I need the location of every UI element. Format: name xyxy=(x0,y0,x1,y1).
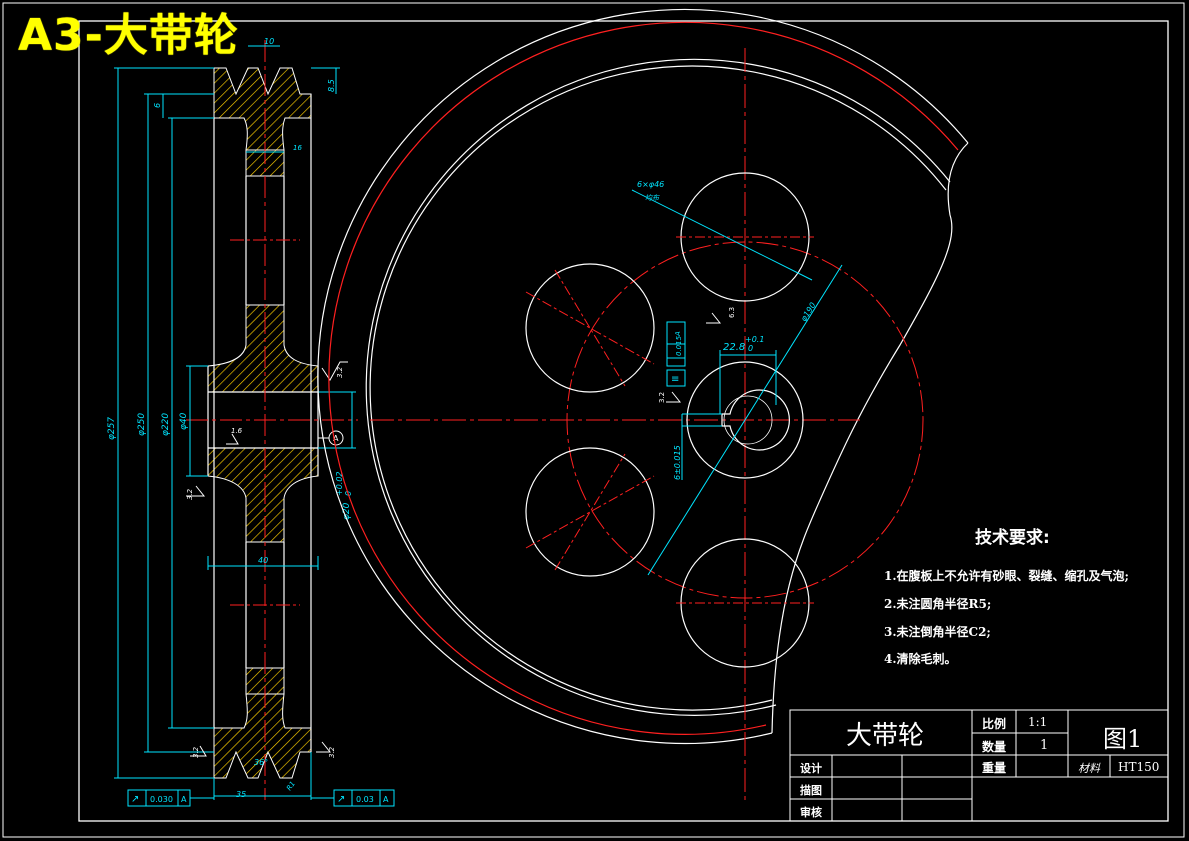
dim-groove-pitch: 10 xyxy=(264,37,274,46)
break-line xyxy=(771,142,969,734)
tech-req-title: 技术要求: xyxy=(975,528,1050,548)
dim-chamfer: R1 xyxy=(285,780,297,792)
dim-d40: φ40 xyxy=(179,412,189,430)
dim-rim-offset: 6 xyxy=(153,103,162,108)
datum-a: A xyxy=(333,434,339,443)
sym-tol: 0.015 xyxy=(675,335,683,356)
design-label: 设计 xyxy=(800,762,822,775)
weight-label: 重量 xyxy=(982,761,1007,775)
tech-req-1: 1.在腹板上不允许有砂眼、裂缝、缩孔及气泡; xyxy=(884,569,1129,583)
tol-right-symbol: ↗ xyxy=(337,794,345,805)
part-name: 大带轮 xyxy=(846,721,925,751)
tol-right-datum: A xyxy=(383,795,389,804)
dim-d257: φ257 xyxy=(107,417,117,440)
hatch-upper-rim xyxy=(213,67,312,151)
side-section-view: φ257 φ250 φ220 φ40 φ20 +0.02 0 10 8.5 6 … xyxy=(107,37,395,807)
keyway-depth: 22.8 xyxy=(723,342,745,353)
figure-number: 图1 xyxy=(1103,725,1143,753)
scale-label: 比例 xyxy=(982,717,1007,731)
tech-req-4: 4.清除毛刺。 xyxy=(884,652,957,666)
tech-req-3: 3.未注倒角半径C2; xyxy=(884,625,991,639)
tol-frame-right: ↗ 0.03 A xyxy=(311,789,395,807)
hole-2 xyxy=(525,263,655,393)
sym-datum: A xyxy=(674,331,682,337)
material-value: HT150 xyxy=(1118,760,1160,774)
rim-inner xyxy=(365,58,951,716)
hole-pitch-circle xyxy=(566,241,924,599)
rough-63: 6.3 xyxy=(728,307,736,318)
tol-right-value: 0.03 xyxy=(356,795,374,804)
rough-32-a: 3.2 xyxy=(336,366,344,378)
bore-inner xyxy=(723,395,773,445)
rough-32-b: 3.2 xyxy=(186,488,194,500)
dim-d20: φ20 xyxy=(342,502,352,520)
keyway-tol-lower: 0 xyxy=(748,344,753,353)
dim-d220: φ220 xyxy=(161,413,171,436)
rough-32-c: 3.2 xyxy=(328,746,336,758)
tol-left-value: 0.030 xyxy=(150,795,173,804)
dim-groove-angle: 36° xyxy=(254,758,268,767)
dim-d250: φ250 xyxy=(137,413,147,436)
inner-frame xyxy=(78,20,1169,822)
hole-3 xyxy=(525,447,655,577)
review-label: 审核 xyxy=(800,806,822,819)
material-label: 材料 xyxy=(1078,762,1100,775)
tech-req-2: 2.未注圆角半径R5; xyxy=(884,597,992,611)
keyway-width: 6±0.015 xyxy=(673,445,682,480)
scale-value: 1:1 xyxy=(1028,715,1048,729)
rim-red xyxy=(328,21,959,735)
dim-web: 16 xyxy=(293,144,302,152)
qty-label: 数量 xyxy=(982,740,1007,754)
dim-d20-upper: +0.02 xyxy=(335,471,344,496)
draw-label: 描图 xyxy=(800,784,822,797)
dim-groove-depth: 8.5 xyxy=(327,79,336,92)
rim-outer xyxy=(317,8,969,745)
front-view: 6×φ46 均布 φ190 22.8 +0.1 0 6±0.015 0.015 … xyxy=(317,8,969,800)
keyway-tol-upper: +0.1 xyxy=(745,335,764,344)
tol-left-symbol: ↗ xyxy=(131,794,139,805)
sheet-label: A3-大带轮 xyxy=(18,10,239,61)
hatch-hub xyxy=(207,304,319,393)
qty-value: 1 xyxy=(1040,738,1049,753)
holes-note-sub: 均布 xyxy=(645,194,660,202)
dim-total-width: 35 xyxy=(236,790,246,799)
sym-symbol: ≡ xyxy=(671,374,679,385)
rim-inner2 xyxy=(369,65,947,711)
tol-frame-left: ↗ 0.030 A xyxy=(127,789,214,807)
rough-32-front: 3.2 xyxy=(658,392,666,403)
rough-32-d: 3.2 xyxy=(192,746,200,758)
holes-note: 6×φ46 xyxy=(637,180,664,189)
tol-left-datum: A xyxy=(181,795,187,804)
hub-outer xyxy=(686,361,804,479)
dim-hub-width: 40 xyxy=(258,556,268,565)
rough-16: 1.6 xyxy=(231,427,243,435)
title-block xyxy=(789,709,1169,822)
circle-dia: φ190 xyxy=(799,301,818,323)
hatch-hub-lower xyxy=(207,447,319,543)
